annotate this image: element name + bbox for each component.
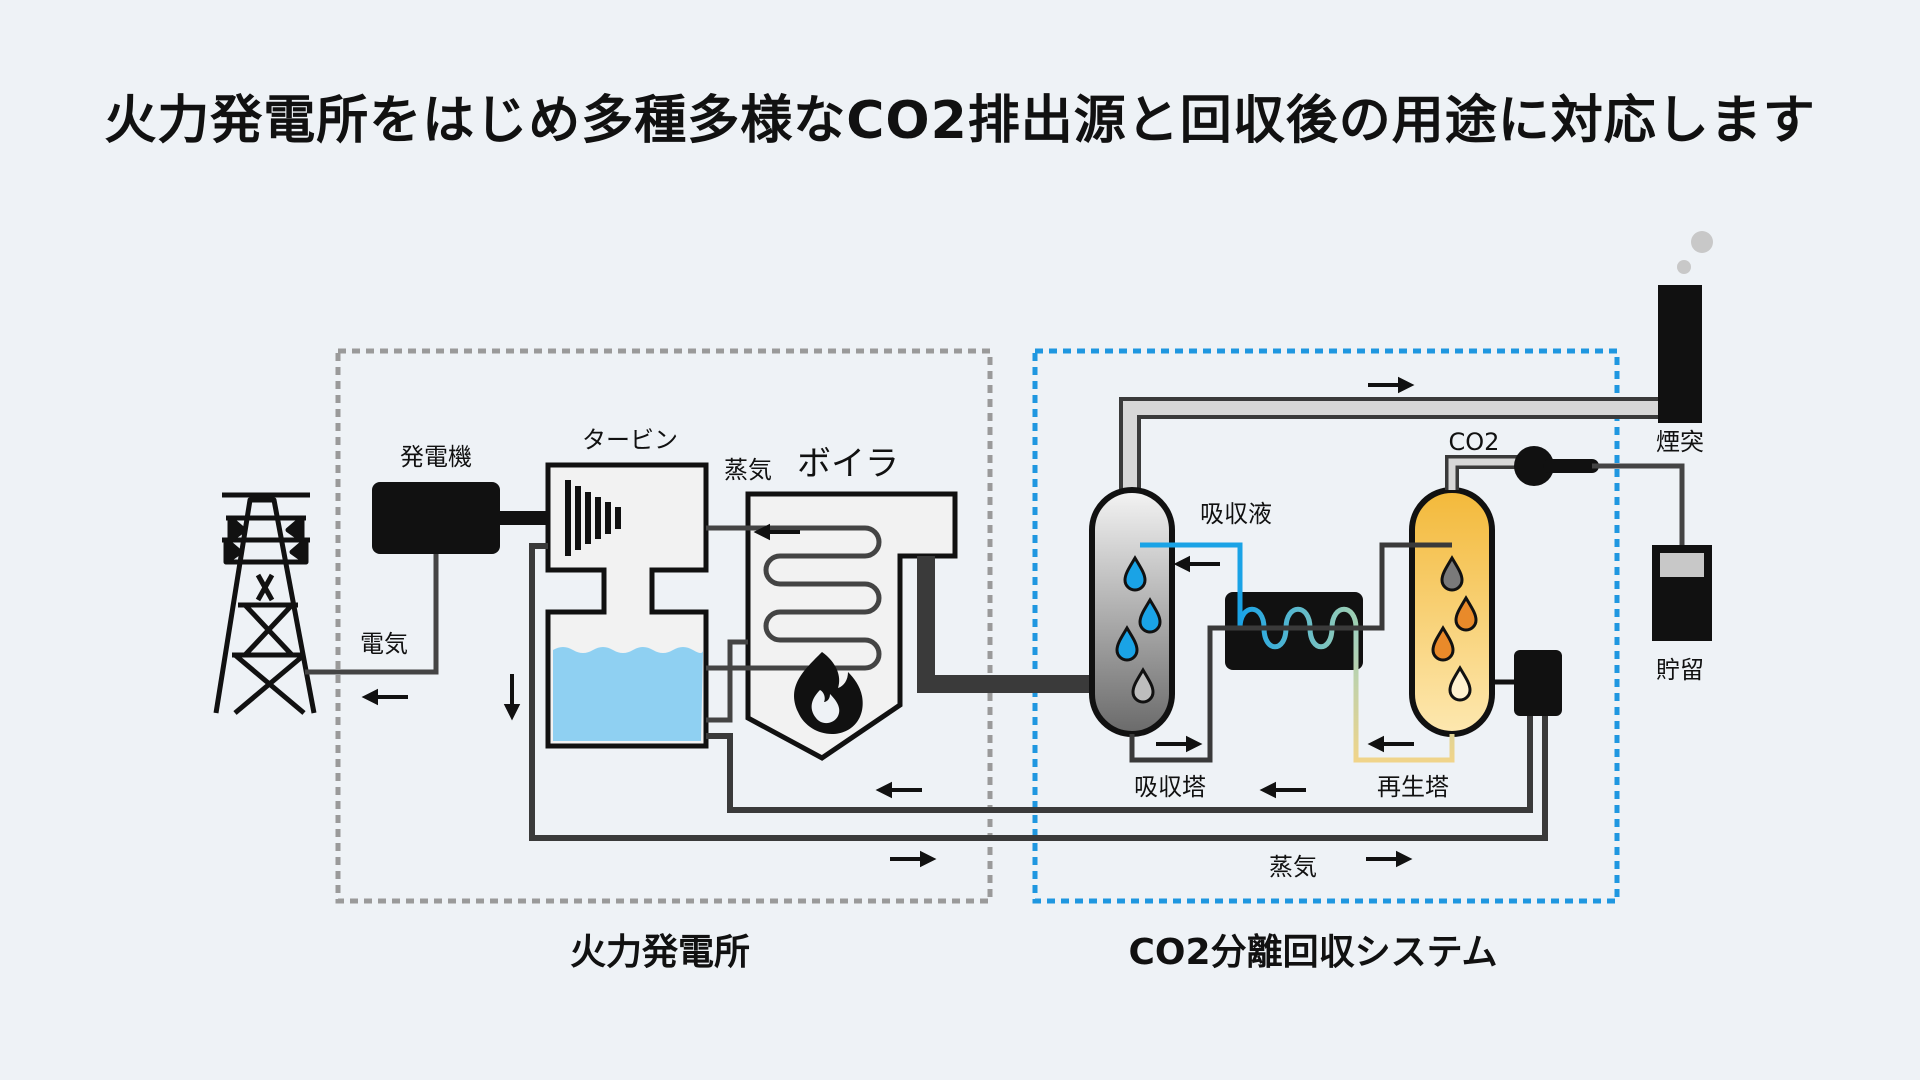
generator-label: 発電機 bbox=[400, 443, 472, 471]
steam-supply-line bbox=[529, 543, 1548, 841]
absorbent-line bbox=[1140, 542, 1243, 628]
co2-system-boundary bbox=[1032, 348, 1620, 904]
storage-label: 貯留 bbox=[1656, 656, 1704, 684]
regenerator-label: 再生塔 bbox=[1377, 773, 1449, 801]
absorber-label: 吸収塔 bbox=[1134, 773, 1206, 801]
storage-tank-window bbox=[1660, 553, 1704, 577]
turbine-label: タービン bbox=[582, 426, 678, 454]
flow-arrows bbox=[361, 376, 1415, 868]
flame-icon bbox=[794, 652, 863, 734]
exhaust-pipe-inner bbox=[1123, 401, 1660, 490]
power-plant-boundary bbox=[335, 348, 993, 904]
co2-label: CO2 bbox=[1449, 428, 1500, 456]
heat-exchanger-coil bbox=[1237, 606, 1359, 650]
regenerator-droplets bbox=[1431, 555, 1478, 702]
turbine-blades bbox=[565, 480, 621, 556]
chimney bbox=[1658, 285, 1702, 423]
steam-bottom-label: 蒸気 bbox=[1269, 853, 1317, 881]
reboiler bbox=[1514, 650, 1562, 716]
electricity-line bbox=[305, 554, 439, 675]
condenser-water bbox=[553, 647, 703, 741]
absorbent-label: 吸収液 bbox=[1200, 500, 1272, 528]
steam-top-label: 蒸気 bbox=[724, 456, 772, 484]
regenerator-return-line bbox=[1353, 628, 1455, 763]
heat-exchanger bbox=[1225, 592, 1363, 670]
absorber-droplets bbox=[1115, 555, 1162, 704]
regenerator-feed-line bbox=[1225, 542, 1452, 631]
generator-block bbox=[372, 482, 500, 554]
co2-system-caption: CO2分離回収システム bbox=[1129, 932, 1498, 973]
power-plant-caption: 火力発電所 bbox=[570, 932, 750, 973]
rich-solution-line bbox=[1129, 625, 1240, 763]
co2-line-inner bbox=[1448, 458, 1532, 490]
flue-gas-pipe bbox=[917, 556, 1092, 693]
feedwater-line bbox=[706, 639, 748, 723]
boiler-coil bbox=[706, 525, 882, 671]
chimney-label: 煙突 bbox=[1656, 428, 1704, 456]
smoke-icon bbox=[1677, 231, 1713, 274]
exhaust-pipe bbox=[1119, 397, 1660, 490]
absorber-tower bbox=[1089, 487, 1175, 737]
condensate-return-line bbox=[706, 716, 1533, 813]
transmission-tower-icon bbox=[213, 492, 317, 715]
boiler-label: ボイラ bbox=[797, 444, 899, 484]
compressor bbox=[1514, 446, 1554, 486]
storage-line bbox=[1592, 463, 1685, 545]
electricity-label: 電気 bbox=[360, 630, 408, 658]
page-title: 火力発電所をはじめ多種多様なCO2排出源と回収後の用途に対応します bbox=[104, 91, 1816, 151]
